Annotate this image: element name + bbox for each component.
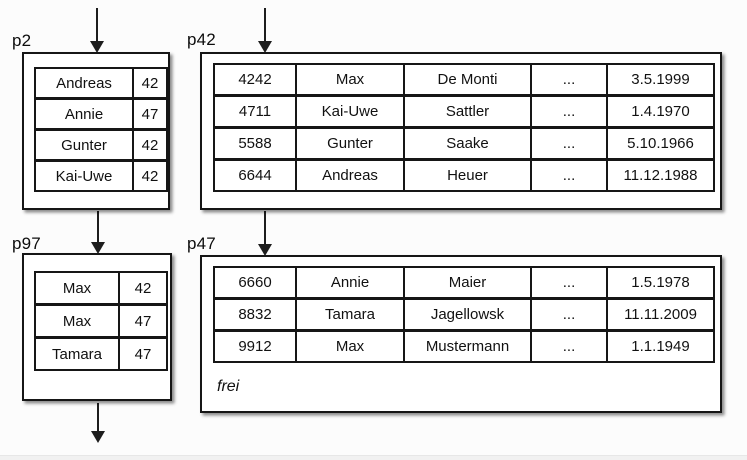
table-row: 9912 Max Mustermann ... 1.1.1949 bbox=[213, 330, 715, 363]
cell-page-ref: 42 bbox=[132, 129, 168, 161]
cell-ellipsis: ... bbox=[530, 298, 608, 331]
cell-firstname: Tamara bbox=[295, 298, 405, 331]
cell-lastname: Saake bbox=[403, 127, 532, 160]
arrow-p2-to-p97 bbox=[91, 211, 105, 254]
cell-name: Gunter bbox=[34, 129, 134, 161]
cell-page-ref: 42 bbox=[118, 271, 168, 305]
cell-name: Tamara bbox=[34, 337, 120, 371]
cell-ellipsis: ... bbox=[530, 95, 608, 128]
key-table-p2: Andreas 42 Annie 47 Gunter 42 Kai-Uwe 42 bbox=[34, 67, 168, 192]
cell-page-ref: 47 bbox=[132, 98, 168, 130]
cell-id: 4711 bbox=[213, 95, 297, 128]
table-row: Tamara 47 bbox=[34, 337, 168, 371]
page-box-p47: 6660 Annie Maier ... 1.5.1978 8832 Tamar… bbox=[200, 255, 722, 413]
table-row: 8832 Tamara Jagellowsk ... 11.11.2009 bbox=[213, 298, 715, 331]
cell-firstname: Max bbox=[295, 330, 405, 363]
cell-ellipsis: ... bbox=[530, 266, 608, 299]
arrow-out-of-p97 bbox=[91, 403, 105, 443]
arrow-head-down-icon bbox=[258, 41, 272, 53]
cell-lastname: Jagellowsk bbox=[403, 298, 532, 331]
cell-id: 6660 bbox=[213, 266, 297, 299]
arrow-into-p2 bbox=[90, 8, 104, 53]
table-row: Max 42 bbox=[34, 271, 168, 305]
table-row: 5588 Gunter Saake ... 5.10.1966 bbox=[213, 127, 715, 160]
arrow-head-down-icon bbox=[91, 242, 105, 254]
slide-bottom-edge bbox=[0, 455, 747, 460]
cell-id: 6644 bbox=[213, 159, 297, 192]
cell-id: 5588 bbox=[213, 127, 297, 160]
table-row: 4242 Max De Monti ... 3.5.1999 bbox=[213, 63, 715, 96]
cell-ellipsis: ... bbox=[530, 127, 608, 160]
cell-page-ref: 47 bbox=[118, 337, 168, 371]
table-row: 6660 Annie Maier ... 1.5.1978 bbox=[213, 266, 715, 299]
cell-page-ref: 42 bbox=[132, 67, 168, 99]
arrow-stem bbox=[264, 8, 266, 44]
cell-name: Andreas bbox=[34, 67, 134, 99]
cell-lastname: Heuer bbox=[403, 159, 532, 192]
page-box-p97: Max 42 Max 47 Tamara 47 bbox=[22, 253, 172, 401]
table-row: Max 47 bbox=[34, 304, 168, 338]
cell-lastname: Maier bbox=[403, 266, 532, 299]
cell-id: 9912 bbox=[213, 330, 297, 363]
cell-date: 5.10.1966 bbox=[606, 127, 715, 160]
cell-date: 11.11.2009 bbox=[606, 298, 715, 331]
cell-lastname: De Monti bbox=[403, 63, 532, 96]
arrow-head-down-icon bbox=[90, 41, 104, 53]
arrow-head-down-icon bbox=[258, 244, 272, 256]
arrow-stem bbox=[96, 8, 98, 44]
arrow-into-p42 bbox=[258, 8, 272, 53]
cell-ellipsis: ... bbox=[530, 330, 608, 363]
key-table-p97: Max 42 Max 47 Tamara 47 bbox=[34, 271, 168, 371]
cell-page-ref: 47 bbox=[118, 304, 168, 338]
cell-firstname: Gunter bbox=[295, 127, 405, 160]
table-row: Annie 47 bbox=[34, 98, 168, 130]
cell-page-ref: 42 bbox=[132, 160, 168, 192]
table-row: 6644 Andreas Heuer ... 11.12.1988 bbox=[213, 159, 715, 192]
cell-ellipsis: ... bbox=[530, 159, 608, 192]
cell-ellipsis: ... bbox=[530, 63, 608, 96]
page-label-p97: p97 bbox=[12, 234, 41, 253]
cell-name: Kai-Uwe bbox=[34, 160, 134, 192]
record-table-p42: 4242 Max De Monti ... 3.5.1999 4711 Kai-… bbox=[213, 63, 715, 192]
cell-firstname: Max bbox=[295, 63, 405, 96]
cell-date: 1.5.1978 bbox=[606, 266, 715, 299]
cell-firstname: Annie bbox=[295, 266, 405, 299]
cell-lastname: Sattler bbox=[403, 95, 532, 128]
table-row: Kai-Uwe 42 bbox=[34, 160, 168, 192]
arrow-stem bbox=[97, 211, 99, 245]
arrow-head-down-icon bbox=[91, 431, 105, 443]
cell-lastname: Mustermann bbox=[403, 330, 532, 363]
page-box-p42: 4242 Max De Monti ... 3.5.1999 4711 Kai-… bbox=[200, 52, 722, 210]
page-label-p42: p42 bbox=[187, 30, 216, 49]
cell-id: 4242 bbox=[213, 63, 297, 96]
page-label-p2: p2 bbox=[12, 31, 32, 50]
page-label-p47: p47 bbox=[187, 234, 216, 253]
table-row: Gunter 42 bbox=[34, 129, 168, 161]
record-table-p47: 6660 Annie Maier ... 1.5.1978 8832 Tamar… bbox=[213, 266, 715, 363]
arrow-stem bbox=[264, 211, 266, 247]
cell-date: 1.1.1949 bbox=[606, 330, 715, 363]
cell-date: 1.4.1970 bbox=[606, 95, 715, 128]
table-row: 4711 Kai-Uwe Sattler ... 1.4.1970 bbox=[213, 95, 715, 128]
cell-name: Max bbox=[34, 271, 120, 305]
cell-date: 3.5.1999 bbox=[606, 63, 715, 96]
cell-id: 8832 bbox=[213, 298, 297, 331]
cell-firstname: Kai-Uwe bbox=[295, 95, 405, 128]
free-space-label: frei bbox=[217, 378, 240, 395]
cell-date: 11.12.1988 bbox=[606, 159, 715, 192]
arrow-stem bbox=[97, 403, 99, 434]
cell-firstname: Andreas bbox=[295, 159, 405, 192]
arrow-p42-to-p47 bbox=[258, 211, 272, 256]
cell-name: Annie bbox=[34, 98, 134, 130]
cell-name: Max bbox=[34, 304, 120, 338]
page-box-p2: Andreas 42 Annie 47 Gunter 42 Kai-Uwe 42 bbox=[22, 52, 170, 210]
table-row: Andreas 42 bbox=[34, 67, 168, 99]
